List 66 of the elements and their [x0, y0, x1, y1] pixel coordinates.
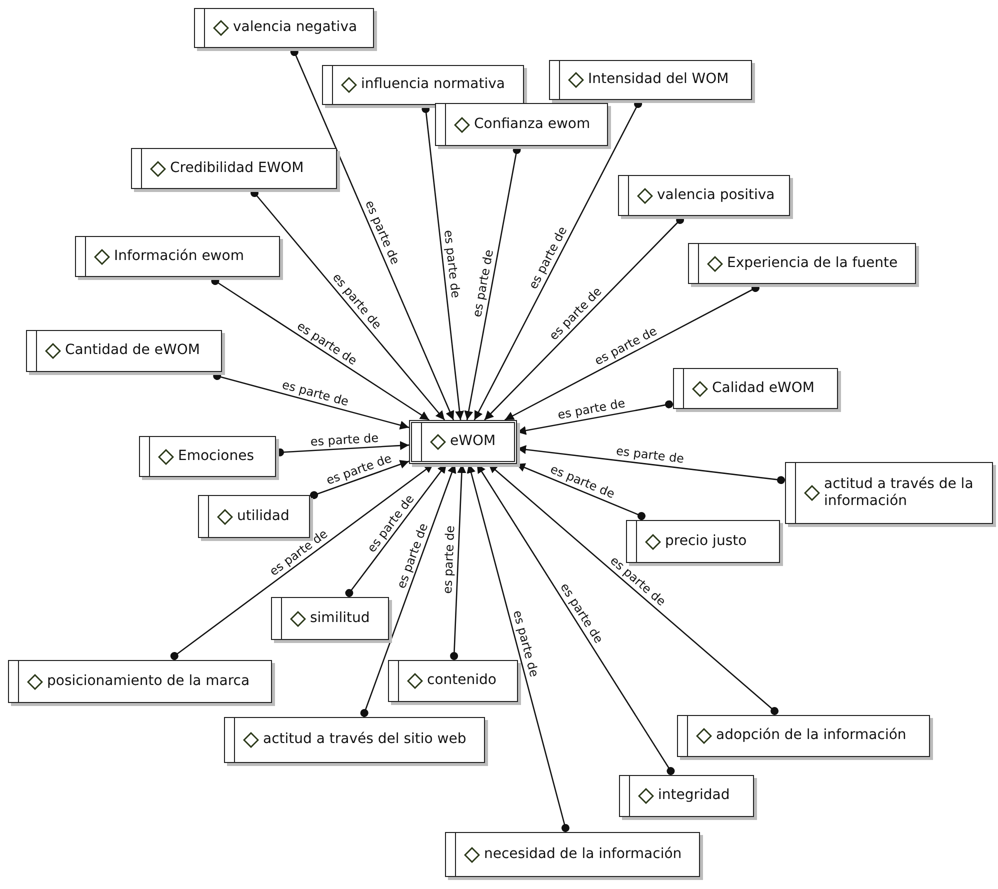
code-name: necesidad de la información [484, 846, 682, 864]
code-box [626, 520, 780, 563]
code-box [445, 832, 700, 877]
arrow [310, 460, 410, 500]
edge-label: es parte de [362, 197, 403, 268]
code-box [409, 420, 517, 464]
edge-label: es parte de [280, 377, 352, 410]
edge-label: es parte de [440, 524, 458, 596]
code-box [435, 103, 608, 146]
code-box [194, 8, 374, 48]
code-box [673, 368, 838, 409]
code-name: adopción de la información [716, 727, 906, 745]
edge-label: es parte de [470, 248, 497, 320]
code-box [549, 60, 752, 100]
arrow [504, 284, 760, 421]
code-box [618, 175, 790, 216]
code-name: Credibilidad EWOM [170, 160, 304, 178]
code-name: influencia normativa [361, 76, 505, 94]
code-name: Emociones [178, 448, 254, 466]
arrow [211, 277, 430, 421]
code-box [75, 236, 280, 277]
code-box [8, 660, 272, 703]
code-box [688, 243, 916, 284]
code-name: posicionamiento de la marca [47, 672, 250, 690]
arrow [464, 146, 521, 420]
code-name: Información ewom [114, 248, 244, 266]
code-name: Confianza ewom [474, 116, 590, 134]
code-name: similitud [310, 610, 370, 628]
code-box [139, 436, 276, 477]
code-name: Calidad eWOM [712, 380, 814, 398]
code-box [224, 717, 485, 763]
edge-label: es parte de [510, 608, 542, 680]
edge-label: es parte de [556, 396, 628, 423]
arrow [276, 441, 410, 456]
code-box [26, 330, 222, 372]
code-box [271, 597, 389, 640]
code-box [388, 660, 518, 702]
edge-label: es parte de [526, 223, 571, 292]
arrow [213, 372, 410, 430]
arrow [250, 189, 446, 420]
edge-label: es parte de [322, 451, 394, 488]
arrow [290, 48, 454, 420]
code-box [619, 775, 754, 817]
code-box [785, 462, 993, 524]
edge-label: es parte de [308, 430, 380, 449]
code-box [322, 65, 524, 105]
edge-label: es parte de [394, 521, 431, 591]
code-name: valencia positiva [657, 186, 775, 204]
code-box [677, 715, 930, 757]
code-box [198, 495, 310, 538]
code-name: precio justo [665, 532, 747, 550]
arrow [474, 100, 642, 420]
code-name: valencia negativa [233, 19, 358, 37]
code-name: Cantidad de eWOM [65, 342, 200, 360]
arrow [484, 216, 684, 420]
code-box [131, 148, 337, 189]
code-name: contenido [427, 672, 496, 690]
code-name: actitud a través del sitio web [263, 731, 466, 749]
code-name: eWOM [450, 433, 496, 451]
arrow [422, 105, 464, 420]
code-name: Experiencia de la fuente [727, 254, 898, 272]
code-name: actitud a través de la información [824, 476, 974, 510]
code-name: utilidad [237, 508, 290, 526]
edge-label: es parte de [441, 228, 464, 300]
code-name: integridad [658, 787, 730, 805]
code-name: Intensidad del WOM [588, 71, 729, 89]
